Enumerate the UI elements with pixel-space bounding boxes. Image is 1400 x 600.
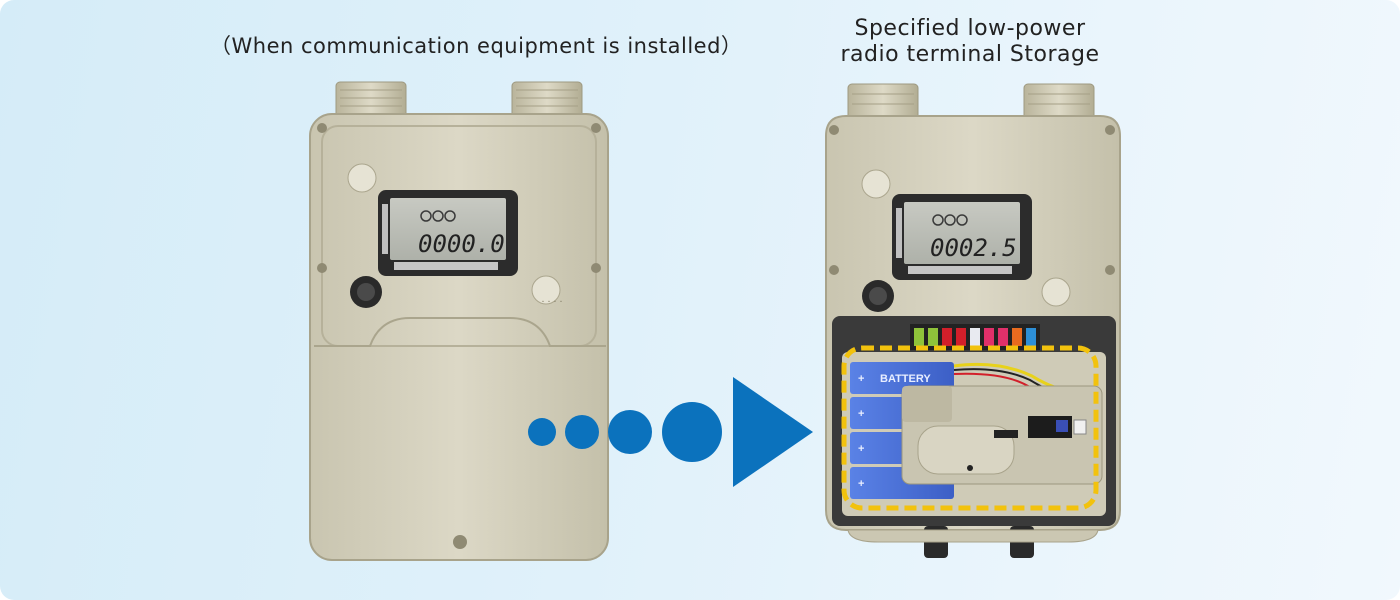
inlet-nut-left — [335, 81, 407, 123]
radio-terminal-module — [901, 385, 1103, 485]
caption-right-line1: Specified low-power — [854, 16, 1086, 41]
highlight-region — [841, 345, 1099, 511]
gas-meter-open-with-radio-terminal: 0002.5 + + + + BATTERY — [825, 83, 1121, 558]
lcd-reading-right: 0002.5 — [930, 234, 1017, 262]
dot-arrow-right-icon — [528, 377, 813, 487]
svg-text:+: + — [858, 443, 864, 455]
caption-right: Specified low-power radio terminal Stora… — [820, 16, 1120, 68]
svg-text:+: + — [858, 478, 864, 490]
caption-left: （When communication equipment is install… — [210, 34, 743, 58]
caption-right-line2: radio terminal Storage — [840, 42, 1100, 67]
svg-text:・・・・: ・・・・ — [540, 300, 564, 306]
svg-text:+: + — [858, 373, 864, 385]
lcd-reading-left: 0000.0 — [418, 230, 505, 258]
terminal-block — [910, 324, 1040, 350]
svg-text:+: + — [858, 408, 864, 420]
outlet-nut-right — [511, 81, 583, 123]
gas-meter-closed: 0000.0 ・・・・ — [309, 81, 609, 561]
battery-label: BATTERY — [880, 373, 931, 385]
